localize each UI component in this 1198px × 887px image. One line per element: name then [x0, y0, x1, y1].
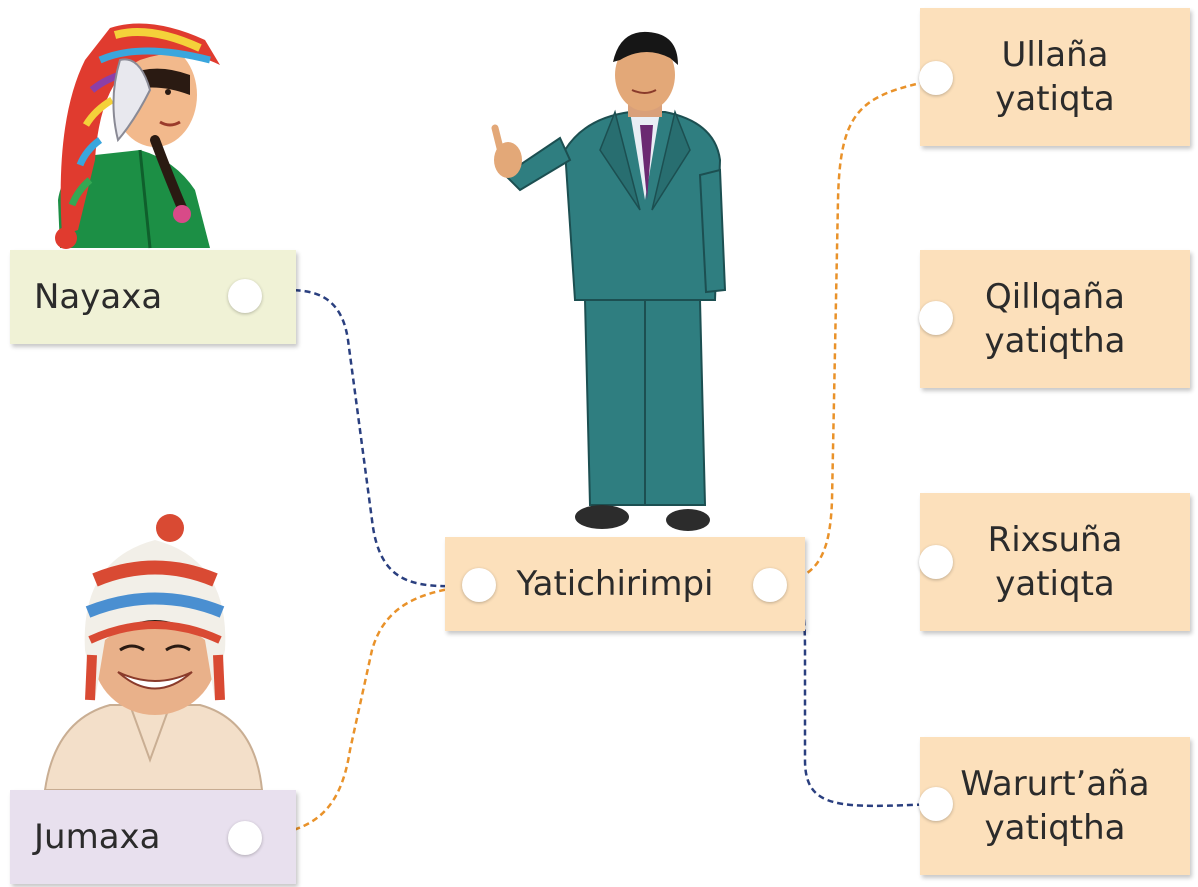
- jumaxa-label: Jumaxa: [34, 817, 161, 857]
- option-box-rixsuna: Rixsuña yatiqta: [920, 493, 1190, 631]
- jumaxa-connector-dot[interactable]: [228, 821, 262, 855]
- yatichirimpi-right-connector-dot[interactable]: [753, 568, 787, 602]
- option-box-qillqana: Qillqaña yatiqtha: [920, 250, 1190, 388]
- option-rixsuna-line2: yatiqta: [995, 564, 1115, 604]
- teacher-in-suit-icon: [491, 31, 727, 531]
- option-ullana-line2: yatiqta: [995, 79, 1115, 119]
- option-qillqana-line1: Qillqaña: [985, 277, 1125, 317]
- yatichirimpi-left-connector-dot[interactable]: [462, 568, 496, 602]
- option-ullana-line1: Ullaña: [1001, 35, 1109, 75]
- option-rixsuna-line1: Rixsuña: [987, 520, 1123, 560]
- connector-teacher-to-ullana: [769, 78, 936, 587]
- option-warurtana-line1: Warurt’aña: [960, 764, 1150, 804]
- option-box-warurtana: Warurt’aña yatiqtha: [920, 737, 1190, 875]
- rixsuna-connector-dot[interactable]: [919, 545, 953, 579]
- yatichirimpi-label: Yatichirimpi: [516, 564, 714, 604]
- connector-boy-to-teacher: [244, 583, 481, 839]
- nayaxa-connector-dot[interactable]: [228, 279, 262, 313]
- yatichirimpi-box: Yatichirimpi: [445, 537, 805, 631]
- qillqana-connector-dot[interactable]: [919, 301, 953, 335]
- nayaxa-label: Nayaxa: [34, 277, 163, 317]
- boy-with-chullo-icon: [43, 514, 264, 791]
- option-box-ullana: Ullaña yatiqta: [920, 8, 1190, 146]
- warurtana-connector-dot[interactable]: [919, 787, 953, 821]
- option-qillqana-line2: yatiqtha: [984, 321, 1126, 361]
- nayaxa-box: Nayaxa: [10, 250, 296, 344]
- option-warurtana-line2: yatiqtha: [984, 808, 1126, 848]
- girl-with-chullo-icon: [55, 23, 220, 249]
- ullana-connector-dot[interactable]: [919, 61, 953, 95]
- connector-girl-to-teacher: [244, 289, 481, 588]
